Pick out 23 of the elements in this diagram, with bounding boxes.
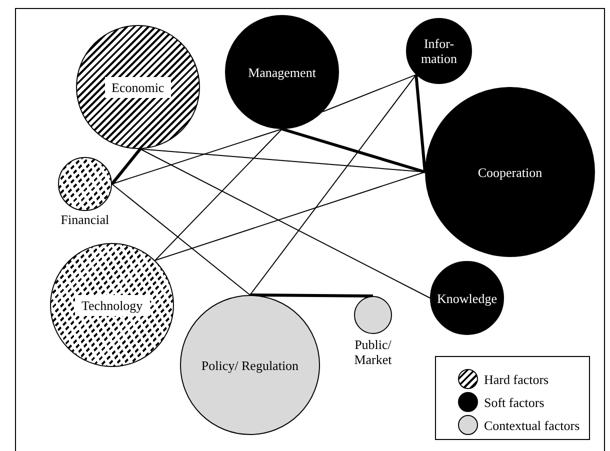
legend-label: Contextual factors: [484, 418, 580, 433]
factor-label: Economic: [104, 76, 172, 98]
connector-line: [112, 128, 282, 184]
legend-label: Soft factors: [484, 395, 544, 410]
factor-label: Cooperation: [476, 164, 544, 180]
factor-label: Knowledge: [436, 290, 498, 306]
factor-label: Public/ Market: [353, 337, 393, 367]
connector-line: [140, 148, 430, 298]
connector-line: [282, 128, 426, 174]
legend-label: Hard factors: [484, 372, 549, 387]
factor-label: Technology: [74, 294, 150, 316]
connector-line: [154, 128, 282, 261]
connector-line: [110, 148, 142, 185]
connector-line: [322, 74, 417, 112]
connector-line: [250, 294, 374, 298]
connector-line: [154, 172, 426, 261]
factor-label: Management: [247, 64, 317, 80]
factor-label: Policy/ Regulation: [200, 358, 300, 372]
factor-label: Infor- mation: [420, 36, 458, 66]
factor-label: Financial: [60, 212, 110, 227]
connector-line: [112, 184, 250, 296]
connector-line: [414, 74, 426, 172]
connector-line: [250, 74, 417, 296]
